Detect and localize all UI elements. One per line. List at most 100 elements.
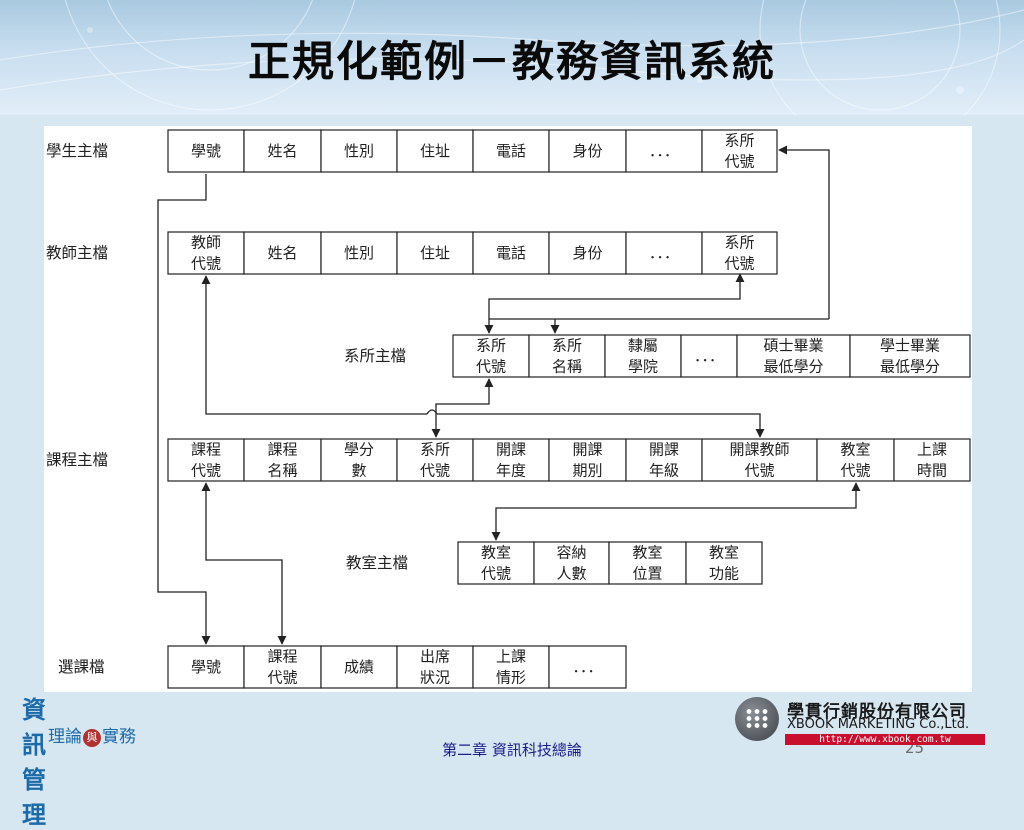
field-label: 系所名稱	[552, 337, 582, 376]
table-4: 課程主檔課程代號課程名稱學分數系所代號開課年度開課期別開課年級開課教師代號教室代…	[46, 438, 971, 482]
publisher-brand: 學貫行銷股份有限公司 XBOOK MARKETING Co.,Ltd. http…	[735, 695, 995, 747]
table-name-label: 教師主檔	[46, 244, 108, 262]
field-label: 性別	[344, 244, 374, 262]
field-cell	[243, 438, 322, 482]
field-cell	[243, 129, 322, 173]
field-cell	[243, 645, 322, 689]
field-cell	[680, 334, 738, 378]
field-cell	[320, 438, 398, 482]
field-cell	[396, 645, 474, 689]
banner-decoration	[0, 0, 1024, 115]
table-name-label: 學生主檔	[46, 141, 108, 160]
connector-student-dept	[778, 145, 830, 319]
field-label: 課程代號	[191, 441, 221, 480]
field-label: 開課期別	[572, 441, 602, 480]
field-label: 教室功能	[709, 544, 739, 583]
table-name-label: 系所主檔	[344, 347, 406, 365]
course-logo-badge: 與	[83, 728, 101, 747]
field-label: 姓名	[267, 244, 297, 262]
course-logo-title: 資訊管理	[22, 695, 47, 829]
field-label: 身份	[572, 142, 602, 160]
field-cell	[533, 541, 610, 585]
table-name-label: 教室主檔	[346, 554, 408, 572]
table-3: 系所主檔 系所代號 系所名稱 隸屬學院 ．．． 碩士畢業最低學分 學士畢業最低學分	[344, 334, 971, 378]
connector-course-room	[491, 482, 861, 541]
field-cell	[243, 231, 322, 275]
field-label: 教室位置	[632, 544, 662, 583]
field-label: 系所代號	[724, 132, 754, 171]
field-cell	[685, 541, 763, 585]
field-label: 出席狀況	[420, 648, 450, 687]
field-label: 開課年度	[496, 441, 526, 480]
field-label: 課程代號	[267, 648, 297, 687]
field-cell	[625, 231, 703, 275]
field-cell	[736, 334, 851, 378]
connector-course-dept	[431, 378, 494, 438]
field-label: 住址	[420, 244, 450, 262]
field-label: 成績	[344, 658, 374, 676]
table-2: 教師主檔 教師代號 姓名 性別 住址 電話 身份 ．．． 系所代號	[46, 231, 778, 275]
field-cell	[167, 438, 245, 482]
field-cell	[548, 129, 627, 173]
field-label: 教室代號	[840, 441, 870, 480]
field-label: 電話	[496, 244, 526, 262]
course-logo-sub-left: 理論	[48, 727, 82, 747]
table-6: 選課檔 學號 課程代號 成績 出席狀況 上課情形 ．．．	[58, 645, 627, 689]
field-label: ．．．	[572, 658, 602, 676]
field-cell	[604, 334, 682, 378]
field-label: ．．．	[694, 347, 724, 365]
field-label: 學士畢業最低學分	[880, 337, 940, 376]
field-cell	[396, 129, 474, 173]
field-label: 住址	[420, 142, 450, 160]
table-1: 學生主檔學號姓名性別住址電話身份．．．系所代號	[46, 129, 778, 173]
field-label: 上課情形	[496, 648, 526, 687]
field-cell	[320, 231, 398, 275]
field-label: 系所代號	[724, 234, 754, 273]
course-logo-sub-right: 實務	[102, 727, 136, 747]
field-cell	[849, 334, 971, 378]
field-cell	[457, 541, 535, 585]
field-label: ．．．	[649, 244, 679, 262]
field-cell	[320, 645, 398, 689]
field-label: 上課時間	[917, 441, 947, 480]
field-cell	[472, 231, 550, 275]
field-label: 容納人數	[556, 544, 586, 583]
field-label: 電話	[496, 142, 526, 160]
table-name-label: 選課檔	[58, 658, 105, 676]
field-cell	[625, 129, 703, 173]
field-label: 學號	[191, 142, 221, 160]
field-cell	[167, 129, 245, 173]
course-logo-subtitle: 理論與實務	[48, 722, 136, 747]
field-label: 碩士畢業最低學分	[763, 337, 823, 376]
field-cell	[472, 645, 550, 689]
field-cell	[548, 645, 627, 689]
field-label: 開課年級	[649, 441, 679, 480]
field-label: 學分數	[344, 441, 374, 480]
field-cell	[701, 231, 778, 275]
field-label: 身份	[572, 244, 602, 262]
field-cell	[701, 129, 778, 173]
field-cell	[816, 438, 895, 482]
field-cell	[548, 231, 627, 275]
field-label: 開課教師代號	[729, 441, 789, 480]
chapter-footer: 第二章 資訊科技總論	[442, 741, 582, 759]
connector-course-enroll	[201, 482, 287, 645]
connector-teacher-course	[206, 276, 760, 437]
field-label: 系所代號	[476, 337, 506, 376]
field-label: 課程名稱	[267, 441, 297, 480]
publisher-logo-icon	[735, 697, 779, 741]
field-cell	[167, 231, 245, 275]
field-label: 學號	[191, 658, 221, 676]
field-label: 性別	[344, 142, 374, 160]
field-label: 隸屬學院	[628, 337, 658, 376]
field-cell	[893, 438, 971, 482]
relation-connectors	[157, 145, 861, 645]
slide-title: 正規化範例－教務資訊系統	[247, 37, 776, 86]
field-label: 姓名	[267, 142, 297, 160]
title-banner: 正規化範例－教務資訊系統	[0, 0, 1024, 115]
publisher-url: http://www.xbook.com.tw	[785, 734, 985, 745]
field-cell	[320, 129, 398, 173]
field-label: 教師代號	[191, 234, 221, 273]
publisher-name-cn: 學貫行銷股份有限公司	[787, 702, 967, 722]
